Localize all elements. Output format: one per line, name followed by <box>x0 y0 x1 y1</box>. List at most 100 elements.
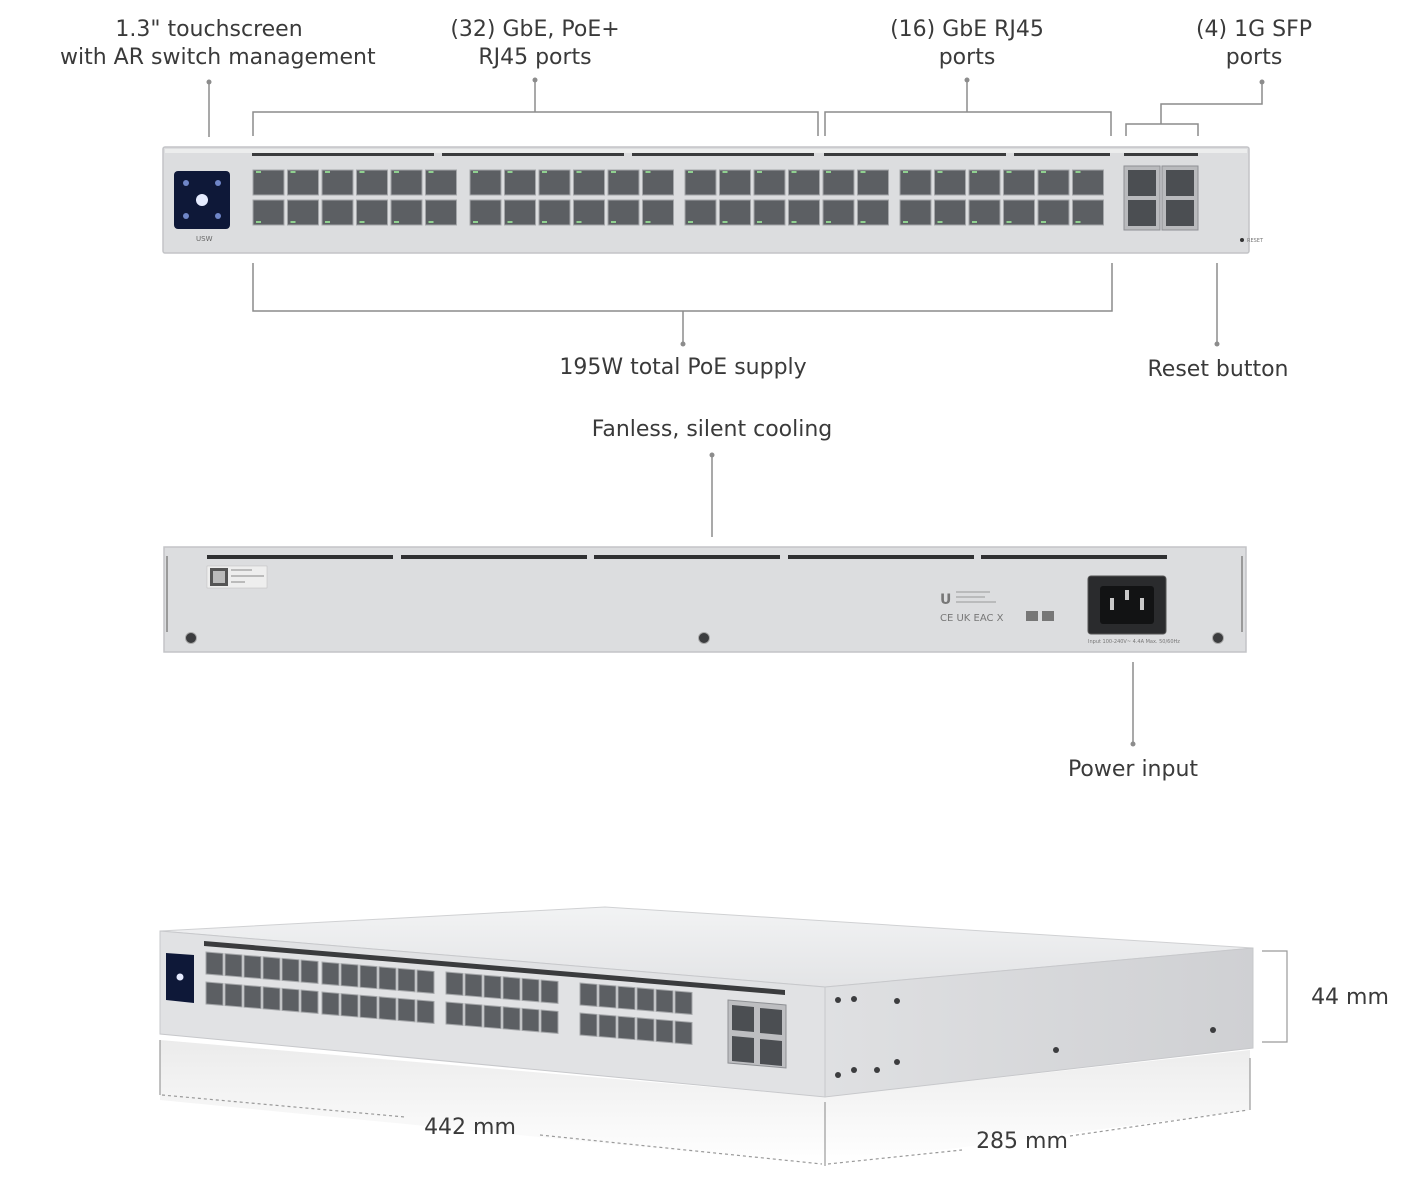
rj45-port <box>483 974 502 1000</box>
side-face <box>824 947 1254 1098</box>
rear-power-text: Input 100-240V~ 4.4A Max. 50/60Hz <box>1088 639 1180 645</box>
rj45-port <box>243 984 262 1010</box>
rj45-port <box>573 199 605 226</box>
port-led <box>256 171 261 173</box>
rj45-port <box>642 169 674 196</box>
port-led <box>290 171 296 173</box>
port-led <box>1075 171 1081 173</box>
rj45-port <box>425 169 457 196</box>
rj45-port <box>719 199 751 226</box>
cooling-label: Fanless, silent cooling <box>591 417 833 442</box>
rj45-port <box>1072 169 1104 196</box>
rj45-port <box>464 1003 483 1028</box>
port-led <box>826 171 831 173</box>
rj45-port <box>968 199 1001 226</box>
port-led <box>290 221 296 223</box>
rj45-port <box>262 956 281 981</box>
poe-ports-label-line2: RJ45 ports <box>478 45 592 70</box>
rj45-port <box>934 199 966 226</box>
rj45-port <box>617 985 636 1011</box>
sfp-ports <box>1123 165 1199 231</box>
rj45-port <box>636 987 655 1012</box>
rj45-port <box>502 976 521 1001</box>
power-inlet <box>1087 575 1167 635</box>
rj45-port <box>224 983 243 1008</box>
rj45-port <box>300 959 319 984</box>
poe-ports-label: (32) GbE, PoE+ RJ45 ports <box>440 16 630 72</box>
port-led <box>937 171 943 173</box>
rj45-port <box>281 987 300 1013</box>
rj45-port <box>397 967 416 993</box>
rear-view: U CE UK EAC X Input 100-240V~ 4.4A Max. … <box>163 452 1247 747</box>
rj45-port <box>356 199 388 226</box>
port-led <box>473 221 478 223</box>
rj45-port <box>684 169 717 196</box>
rj45-port <box>359 994 378 1020</box>
rj45-port <box>287 199 319 226</box>
rj45-port <box>281 957 300 983</box>
port-led <box>791 171 797 173</box>
rj45-port <box>340 963 359 988</box>
port-led <box>937 221 943 223</box>
rj45-port <box>390 199 423 226</box>
rj45-port <box>321 199 354 226</box>
rj45-port <box>356 169 388 196</box>
port-led <box>542 221 547 223</box>
front-view: USW RESET <box>162 77 1265 347</box>
rj45-port <box>502 1006 521 1031</box>
port-led <box>688 221 693 223</box>
rj45-port <box>321 169 354 196</box>
port-led <box>1006 171 1012 173</box>
rj45-port <box>416 999 435 1024</box>
port-led <box>507 221 513 223</box>
rj45-port <box>1003 169 1035 196</box>
port-led <box>542 171 547 173</box>
port-led <box>826 221 831 223</box>
rj45-port <box>674 1020 693 1045</box>
rj45-port <box>1037 199 1070 226</box>
rj45-port <box>521 1007 540 1033</box>
rj45-port <box>788 169 820 196</box>
gbe-ports-label-line2: ports <box>938 45 996 70</box>
rj45-port <box>607 169 640 196</box>
rj45-port <box>390 169 423 196</box>
rj45-port <box>538 169 571 196</box>
rj45-port <box>504 169 536 196</box>
rj45-port <box>655 1018 674 1044</box>
port-led <box>428 221 434 223</box>
rj45-port <box>934 169 966 196</box>
rj45-port <box>464 973 483 998</box>
perspective-view <box>159 906 1288 1166</box>
port-led <box>688 171 693 173</box>
rj45-port <box>540 1009 559 1034</box>
rj45-port <box>224 953 243 978</box>
perspective-rj45-ports <box>205 951 693 1045</box>
rj45-port <box>968 169 1001 196</box>
rj45-port <box>598 984 617 1009</box>
rj45-port <box>788 199 820 226</box>
port-led <box>972 221 977 223</box>
port-led <box>645 221 651 223</box>
rj45-port <box>483 1004 502 1030</box>
port-led <box>1075 221 1081 223</box>
depth-dimension: 285 mm <box>976 1129 1068 1154</box>
svg-text:CE UK EAC X: CE UK EAC X <box>940 613 1004 624</box>
rj45-port <box>1003 199 1035 226</box>
rj45-port <box>579 982 598 1007</box>
reset-button-label: Reset button <box>1147 357 1289 382</box>
touchscreen-label: 1.3" touchscreen with AR switch manageme… <box>60 16 376 72</box>
port-led <box>611 171 616 173</box>
rj45-port <box>378 966 397 991</box>
port-led <box>903 221 908 223</box>
rj45-port <box>598 1014 617 1039</box>
rj45-port <box>287 169 319 196</box>
rj45-port <box>540 979 559 1004</box>
poe-ports-label-line1: (32) GbE, PoE+ <box>450 17 620 42</box>
rj45-port <box>642 199 674 226</box>
rj45-port <box>416 969 435 994</box>
port-led <box>359 171 365 173</box>
port-led <box>757 221 762 223</box>
rj45-port <box>655 988 674 1014</box>
rj45-port <box>445 971 464 996</box>
rj45-port <box>674 990 693 1015</box>
